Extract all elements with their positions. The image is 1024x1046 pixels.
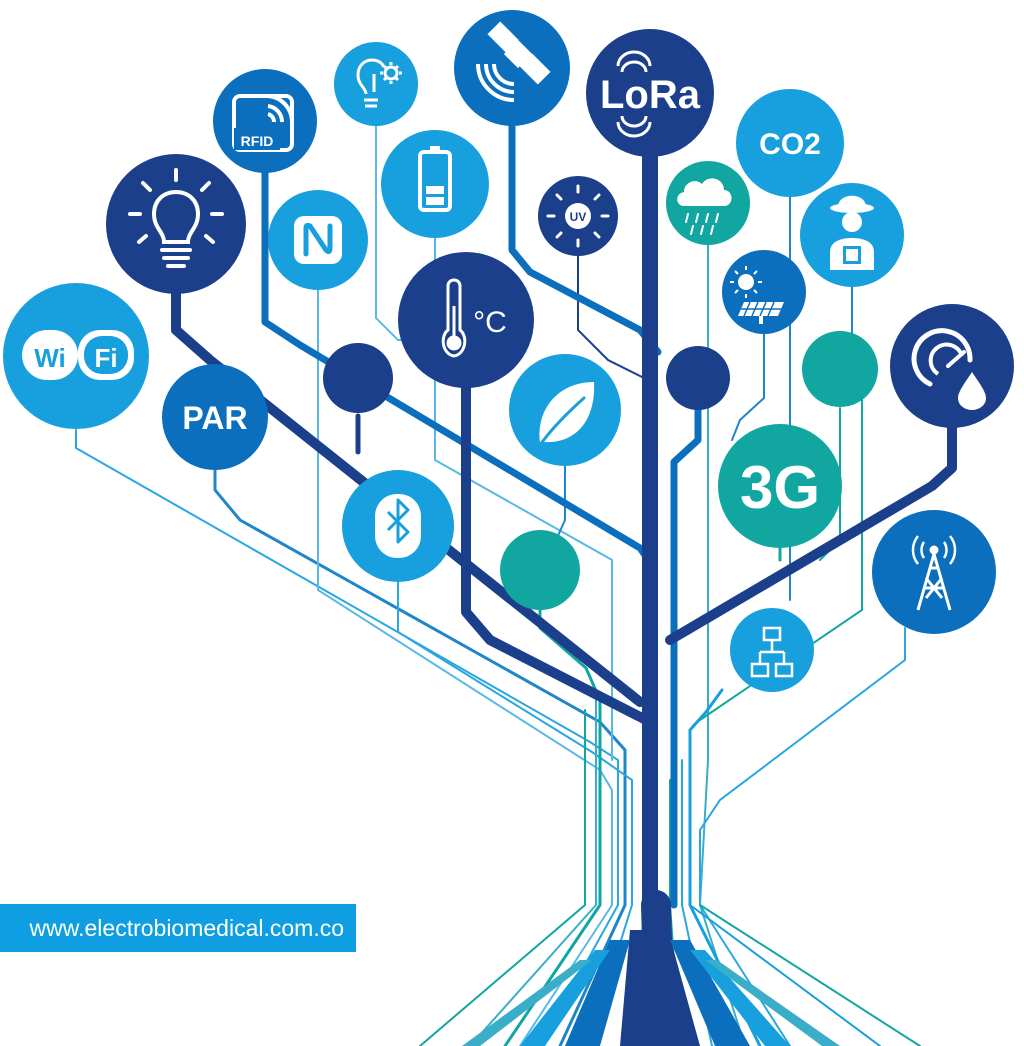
bluetooth-node (342, 470, 454, 582)
wifi-icon: Wi Fi (22, 330, 134, 380)
svg-text:Fi: Fi (94, 343, 117, 373)
leaf-node (509, 354, 621, 466)
par-node: PAR (162, 364, 268, 470)
lightbulb-node (106, 154, 246, 294)
network-node (730, 608, 814, 692)
nfc-icon (294, 216, 342, 264)
farmer-node (800, 183, 904, 287)
leaf-icon (536, 382, 595, 450)
junction-dot-left (323, 343, 393, 413)
junction-dot-teal-center (500, 530, 580, 610)
3g-label: 3G (740, 454, 820, 521)
gauge-drop-icon (911, 328, 986, 410)
lightbulb-gear-icon (356, 58, 402, 108)
co2-label: CO2 (759, 128, 821, 161)
wifi-node: Wi Fi (3, 283, 149, 429)
par-label: PAR (182, 400, 247, 436)
network-hierarchy-icon (750, 626, 794, 678)
solar-node (722, 250, 806, 334)
uv-label: UV (570, 210, 587, 224)
website-url-text[interactable]: www.electrobiomedical.com.co (29, 914, 344, 941)
solar-panel-icon (730, 266, 784, 324)
rain-node (666, 161, 750, 245)
antenna-node (872, 510, 996, 634)
junction-dot-teal-right (802, 331, 878, 407)
temperature-unit-label: °C (473, 306, 507, 339)
website-url-banner[interactable]: www.electrobiomedical.com.co (0, 904, 356, 952)
idea-gear-node (334, 42, 418, 126)
radio-tower-icon (911, 535, 957, 611)
battery-node (381, 130, 489, 238)
sun-icon (546, 184, 610, 248)
3g-node: 3G (718, 424, 842, 548)
battery-icon (418, 146, 452, 212)
temperature-node: °C (398, 252, 534, 388)
lora-label: LoRa (600, 73, 701, 117)
rfid-icon: RFID (232, 94, 295, 152)
junction-dot-right (666, 346, 730, 410)
lora-signal-icon (616, 50, 652, 138)
roots (462, 930, 840, 1046)
rain-cloud-icon (677, 178, 732, 235)
rfid-label: RFID (241, 133, 274, 149)
co2-node: CO2 (736, 89, 844, 197)
lora-node: LoRa (586, 29, 714, 157)
lightbulb-icon (128, 168, 224, 268)
pressure-node (890, 304, 1014, 428)
svg-text:Wi: Wi (34, 343, 66, 373)
nfc-node (268, 190, 368, 290)
thermometer-icon (441, 278, 467, 358)
bluetooth-icon (375, 494, 421, 558)
farmer-icon (830, 195, 874, 270)
uv-node: UV (538, 176, 618, 256)
satellite-node (454, 10, 570, 126)
rfid-node: RFID (213, 69, 317, 173)
